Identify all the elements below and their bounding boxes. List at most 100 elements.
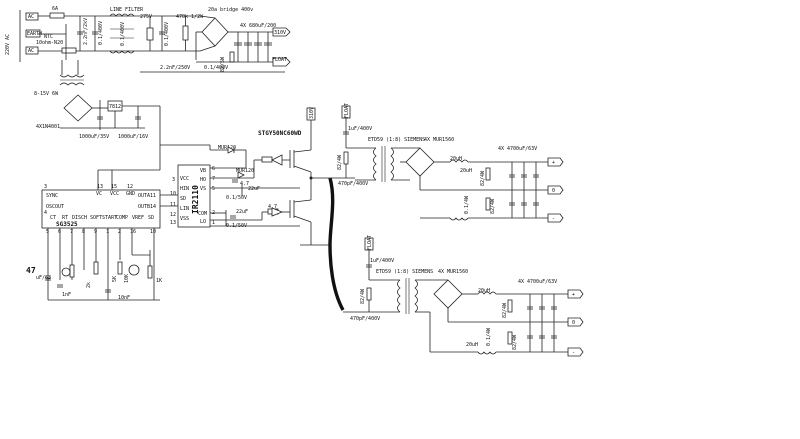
label-ir-com: COM <box>198 211 207 217</box>
ipin-13: 13 <box>170 220 176 226</box>
label-out-d: + <box>572 292 575 298</box>
label-cap-22u-b: 22uF <box>236 209 248 215</box>
transformer-1-secondary <box>390 147 394 181</box>
connector-earth <box>25 29 41 38</box>
label-mosfet: STGY50NC60WD <box>258 130 302 137</box>
label-r-out-1c: 0.1/4W <box>464 195 470 214</box>
resistor-out-2 <box>507 299 513 313</box>
label-cap-b: 0.1/400V <box>98 21 104 45</box>
label-ntc: NTC <box>44 34 53 40</box>
pin-13: 13 <box>97 184 103 190</box>
label-cap-1u-1: 1uF/400V <box>348 126 372 132</box>
label-sg-vc: VC <box>96 191 102 197</box>
output-stage-2: FLOAT 1uF/400V ETD59 (1:8) SIEMENS 82/4W… <box>343 235 584 357</box>
label-out-310: 310V <box>274 30 286 36</box>
terminal-float <box>272 57 291 67</box>
label-out-e: 0 <box>572 320 575 326</box>
pin-15: 15 <box>111 184 117 190</box>
label-out-a: + <box>552 160 555 166</box>
pin-1: 1 <box>106 229 109 235</box>
terminal-out-2-neg <box>567 347 584 357</box>
label-out-f: - <box>572 350 575 356</box>
label-cap-01-50: 0.1/50V <box>226 195 247 201</box>
label-ir-vcc: VCC <box>180 176 189 182</box>
label-sg-gnd: GND <box>126 191 135 197</box>
resistor-bleed <box>229 51 235 63</box>
resistor-out-2b <box>507 331 513 345</box>
label-sg-sync: SYNC <box>46 193 58 199</box>
resistor-5k <box>117 261 123 275</box>
pin-8: 8 <box>82 229 85 235</box>
label-cap-e: 0.1/400V <box>164 22 170 46</box>
label-r47-b: 4.7 <box>268 204 277 210</box>
label-r470k: 470k 1/2W <box>176 14 204 20</box>
ipin-10: 10 <box>170 191 176 197</box>
label-sg-osc: OSCOUT <box>46 204 64 210</box>
label-cap-1000-35: 1000uF/35V <box>79 134 109 140</box>
label-varistor: 275V <box>140 14 152 20</box>
label-etd-1: ETD59 (1:8) SIEMENS <box>368 137 425 143</box>
label-pwm-ic: SG3525 <box>56 221 78 228</box>
label-sg-ss: SOFTSTART <box>90 215 117 221</box>
terminal-out-2-zero <box>567 317 584 327</box>
gate-driver: IR2110 VCC HIN SD LIN VSS VB HO VS COM L… <box>170 145 300 229</box>
connector-ac2 <box>25 46 39 55</box>
label-cap-22u: 22uF <box>248 186 260 192</box>
label-pin-ac2: AC <box>28 48 34 54</box>
resistor-out-1b <box>485 197 491 211</box>
resistor-1k <box>147 265 153 279</box>
fuse <box>49 12 65 19</box>
label-mur-1: 4X MUR1560 <box>424 137 454 143</box>
label-sg-disch: DISCH <box>72 215 87 221</box>
label-r-out-1b: 82/4W <box>490 198 496 214</box>
label-r-out-1: 82/4W <box>480 170 486 186</box>
label-out-c: - <box>552 216 555 222</box>
label-cap-c: 0.1/400V <box>120 22 126 46</box>
label-c1nf: 1nF <box>62 292 71 298</box>
label-driver-ic: IR2110 <box>191 185 200 214</box>
terminal-310v <box>272 27 291 37</box>
label-r-10k: 10K <box>124 274 130 283</box>
pwm-controller: SG3525 SYNC OSCOUT OUTA OUTB VC VCC GND … <box>26 169 178 301</box>
potentiometer-volt <box>128 264 140 276</box>
label-cap-1000-16: 1000uF/16V <box>118 134 148 140</box>
label-float-1: FLOAT <box>344 103 350 118</box>
label-v310-top: 310V <box>309 107 315 119</box>
label-c-snub-1: 470pF/400V <box>338 181 368 187</box>
label-etd-2: ETD59 (1:8) SIEMENS <box>376 269 433 275</box>
label-sg-comp: COMP <box>116 215 128 221</box>
label-out-float: FLOAT <box>272 57 287 63</box>
pin-3: 3 <box>44 184 47 190</box>
pin-6: 6 <box>58 229 61 235</box>
label-driver-diode: MUR120 <box>218 145 236 151</box>
label-r-bleed: 82/5W <box>220 56 226 72</box>
potentiometer-freq <box>61 267 71 277</box>
resistor-snubber-1 <box>343 151 349 165</box>
label-sg-ct: CT <box>50 215 56 221</box>
label-cap-1u-2: 1uF/400V <box>370 258 394 264</box>
pin-11: 11 <box>150 193 156 199</box>
bridge-rectifier-out-1 <box>405 147 435 177</box>
bridge-rectifier-out-2 <box>433 279 463 309</box>
label-r-out-2b: 82/4W <box>512 334 518 350</box>
ipin-12: 12 <box>170 212 176 218</box>
connector-ac1 <box>25 12 39 21</box>
output-stage-1: FLOAT 1uF/400V ETD59 (1:8) SIEMENS 82/4W… <box>337 103 564 223</box>
label-mains: 220V AC <box>5 34 11 55</box>
transformer-2-primary <box>397 279 401 313</box>
label-r-snub-2: 82/4W <box>360 288 366 304</box>
diode-gate-high <box>237 171 245 179</box>
label-out-caps-2: 4X 4700uF/63V <box>518 279 557 285</box>
label-bulk-caps: 4X 680uF/200 <box>240 23 276 29</box>
ntc-resistor <box>61 47 77 54</box>
label-ind-1: 20uH <box>450 156 462 162</box>
ipin-1: 1 <box>212 220 215 226</box>
ipin-6: 6 <box>212 166 215 172</box>
label-ind-2b: 20uH <box>466 342 478 348</box>
label-out-b: 0 <box>552 188 555 194</box>
label-sg-vref: VREF <box>132 215 144 221</box>
label-r-5k: 5K <box>112 276 118 282</box>
label-mur-2: 4X MUR1560 <box>438 269 468 275</box>
terminal-out-2-pos <box>567 289 584 299</box>
label-bridge: 20a bridge 400v <box>208 7 253 13</box>
